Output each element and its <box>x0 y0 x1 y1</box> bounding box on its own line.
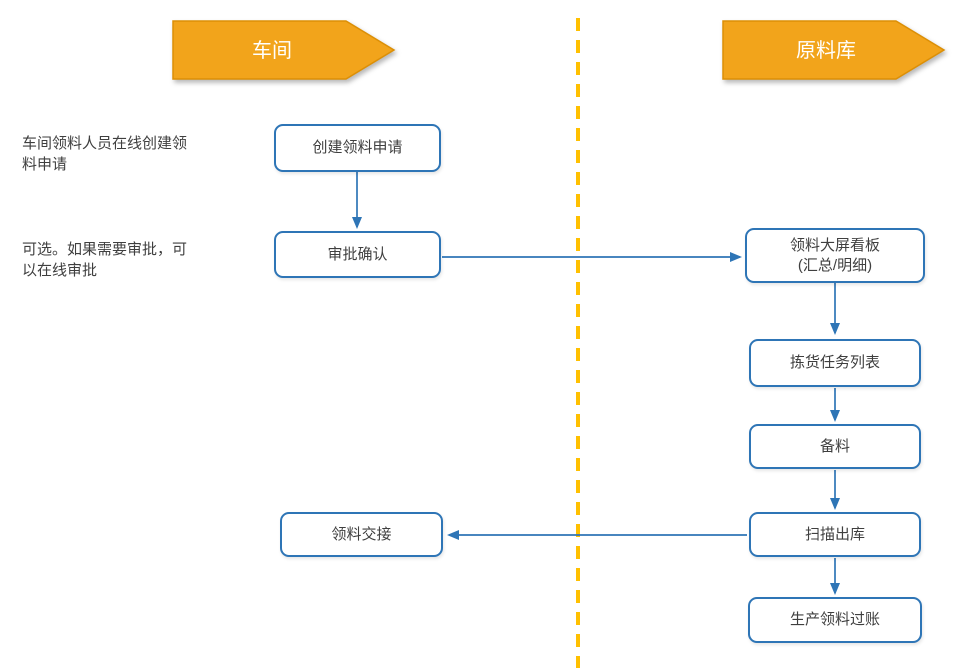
node-approval: 审批确认 <box>274 231 441 278</box>
node-scan-out: 扫描出库 <box>749 512 921 557</box>
workshop-header-label: 车间 <box>252 39 292 62</box>
annotation-approval-optional: 可选。如果需要审批，可 以在线审批 <box>22 241 188 279</box>
node-create-request: 创建领料申请 <box>274 124 441 172</box>
node-posting: 生产领料过账 <box>748 597 922 643</box>
node-dashboard: 领料大屏看板 (汇总/明细) <box>745 228 925 283</box>
node-handover: 领料交接 <box>280 512 443 557</box>
workshop-header-shape <box>172 20 396 80</box>
node-picking-list: 拣货任务列表 <box>749 339 921 387</box>
warehouse-header-label: 原料库 <box>796 39 856 62</box>
warehouse-header-shape <box>722 20 946 80</box>
node-prepare: 备料 <box>749 424 921 469</box>
annotation-create-request: 车间领料人员在线创建领 料申请 <box>22 135 188 173</box>
